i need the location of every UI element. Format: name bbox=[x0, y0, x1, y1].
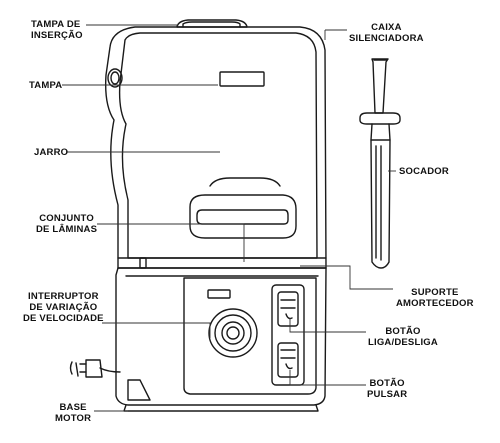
label-jarro: JARRO bbox=[34, 147, 68, 158]
label-socador: SOCADOR bbox=[399, 166, 449, 177]
lid-window bbox=[219, 71, 265, 87]
label-line: INSERÇÃO bbox=[31, 30, 83, 41]
motor-base bbox=[115, 267, 327, 412]
label-line: SUPORTE bbox=[411, 287, 459, 298]
label-line: CONJUNTO bbox=[39, 213, 94, 224]
label-line: JARRO bbox=[34, 147, 69, 158]
label-botao-liga: BOTÃO LIGA/DESLIGA bbox=[368, 326, 438, 348]
label-interruptor: INTERRUPTOR DE VARIAÇÃO DE VELOCIDADE bbox=[23, 291, 104, 324]
enclosure-handle bbox=[189, 177, 297, 239]
label-line: TAMPA DE bbox=[31, 19, 81, 30]
label-conjunto-laminas: CONJUNTO DE LÂMINAS bbox=[36, 213, 97, 235]
pulse-switch bbox=[277, 342, 299, 378]
label-tampa-insercao: TAMPA DE INSERÇÃO bbox=[31, 19, 83, 41]
side-clip bbox=[139, 257, 147, 269]
label-line: INTERRUPTOR bbox=[28, 291, 99, 302]
leader-lines bbox=[62, 24, 396, 412]
sound-enclosure bbox=[104, 19, 327, 269]
label-caixa-silenciadora: CAIXA SILENCIADORA bbox=[349, 22, 424, 44]
label-line: DE LÂMINAS bbox=[36, 224, 98, 235]
label-tampa: TAMPA bbox=[29, 80, 62, 91]
label-line: DE VARIAÇÃO bbox=[29, 302, 98, 313]
label-line: SILENCIADORA bbox=[349, 33, 424, 44]
label-line: BOTÃO bbox=[369, 378, 405, 389]
label-line: SOCADOR bbox=[399, 166, 449, 177]
power-plug-icon bbox=[69, 359, 121, 378]
speed-knob-icon bbox=[208, 308, 258, 358]
label-line: DE VELOCIDADE bbox=[23, 313, 104, 324]
label-line: CAIXA bbox=[371, 22, 402, 33]
label-line: TAMPA bbox=[29, 80, 63, 91]
label-line: AMORTECEDOR bbox=[396, 298, 474, 309]
label-botao-pulsar: BOTÃO PULSAR bbox=[367, 378, 407, 400]
label-line: BOTÃO bbox=[385, 326, 421, 337]
label-line: LIGA/DESLIGA bbox=[368, 337, 438, 348]
label-base-motor: BASE MOTOR bbox=[55, 402, 91, 424]
tamper-icon bbox=[359, 58, 401, 269]
label-line: BASE bbox=[59, 402, 87, 413]
label-suporte-amortecedor: SUPORTE AMORTECEDOR bbox=[396, 287, 474, 309]
label-line: MOTOR bbox=[55, 413, 92, 424]
on-off-switch bbox=[277, 291, 299, 327]
lid-side-knob bbox=[107, 68, 123, 88]
label-line: PULSAR bbox=[367, 389, 408, 400]
